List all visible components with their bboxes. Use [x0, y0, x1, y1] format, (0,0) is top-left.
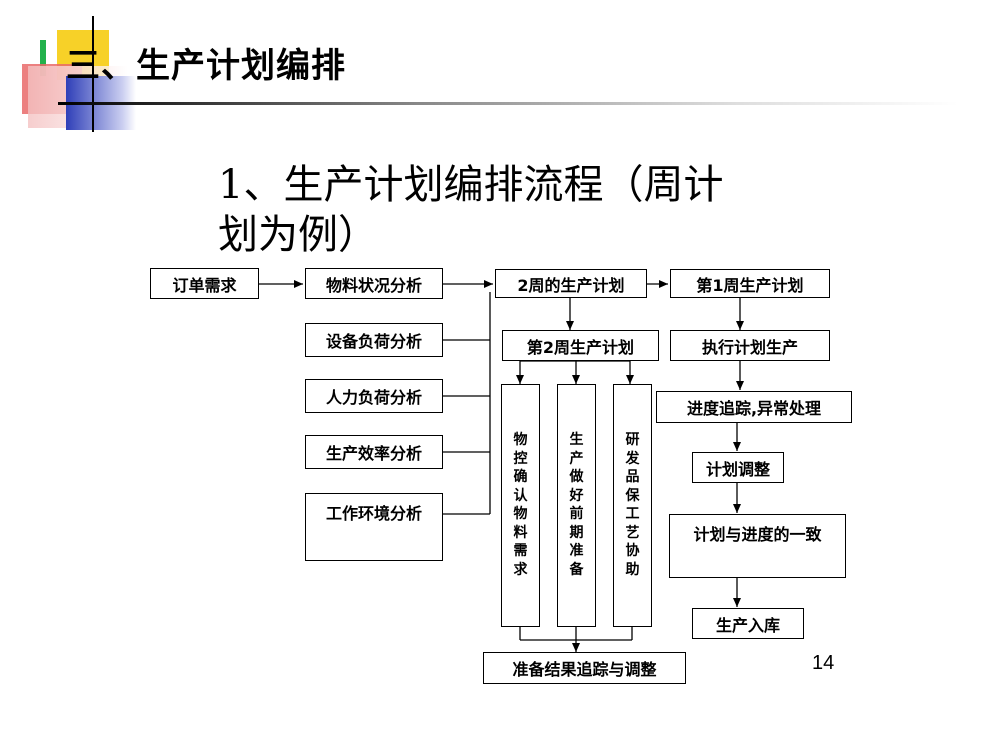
consistency-label: 计划与进度的一致: [693, 525, 822, 544]
material-analysis-label: 物料状况分析: [325, 275, 422, 295]
page-number: 14: [812, 652, 835, 674]
rd-qa-support-label: 研发品保工艺协助: [625, 432, 640, 578]
production-prep-column: 生产做好前期准备: [557, 384, 596, 627]
manpower-analysis-box: 人力负荷分析: [305, 379, 443, 413]
prep-tracking-label: 准备结果追踪与调整: [512, 660, 657, 679]
progress-tracking-box: 进度追踪,异常处理: [656, 391, 852, 423]
week2-plan-box: 第2周生产计划: [502, 330, 659, 361]
material-control-label: 物控确认物料需求: [513, 432, 528, 578]
equipment-analysis-box: 设备负荷分析: [305, 323, 443, 357]
environment-analysis-box: 工作环境分析: [305, 493, 443, 561]
environment-analysis-label: 工作环境分析: [325, 504, 422, 523]
order-demand-box: 订单需求: [150, 268, 259, 299]
material-control-column: 物控确认物料需求: [501, 384, 540, 627]
week1-plan-box: 第1周生产计划: [670, 269, 830, 298]
rd-qa-support-column: 研发品保工艺协助: [613, 384, 652, 627]
execute-plan-label: 执行计划生产: [701, 337, 798, 357]
plan-adjust-box: 计划调整: [692, 452, 784, 483]
week2-plan-label: 第2周生产计划: [526, 337, 635, 357]
two-week-plan-box: 2周的生产计划: [495, 269, 647, 298]
consistency-box: 计划与进度的一致: [669, 514, 846, 578]
slide-header-title: 三、生产计划编排: [66, 46, 346, 86]
header-deco-vertical-line: [92, 16, 94, 132]
production-prep-label: 生产做好前期准备: [569, 432, 584, 578]
execute-plan-box: 执行计划生产: [670, 330, 830, 361]
progress-tracking-label: 进度追踪,异常处理: [686, 399, 822, 418]
efficiency-analysis-box: 生产效率分析: [305, 435, 443, 469]
warehouse-label: 生产入库: [715, 615, 780, 635]
warehouse-box: 生产入库: [692, 608, 804, 639]
header-deco-horizontal-line: [58, 102, 958, 105]
equipment-analysis-label: 设备负荷分析: [325, 332, 422, 351]
plan-adjust-label: 计划调整: [705, 459, 770, 479]
material-analysis-box: 物料状况分析: [305, 268, 443, 299]
order-demand-label: 订单需求: [172, 275, 237, 295]
week1-plan-label: 第1周生产计划: [696, 275, 804, 295]
two-week-plan-label: 2周的生产计划: [517, 275, 625, 295]
header-deco-green-bar: [40, 40, 46, 76]
slide-subtitle: 1、生产计划编排流程（周计划为例）: [218, 162, 724, 258]
prep-tracking-box: 准备结果追踪与调整: [483, 652, 686, 684]
efficiency-analysis-label: 生产效率分析: [325, 444, 422, 463]
manpower-analysis-label: 人力负荷分析: [325, 388, 422, 407]
